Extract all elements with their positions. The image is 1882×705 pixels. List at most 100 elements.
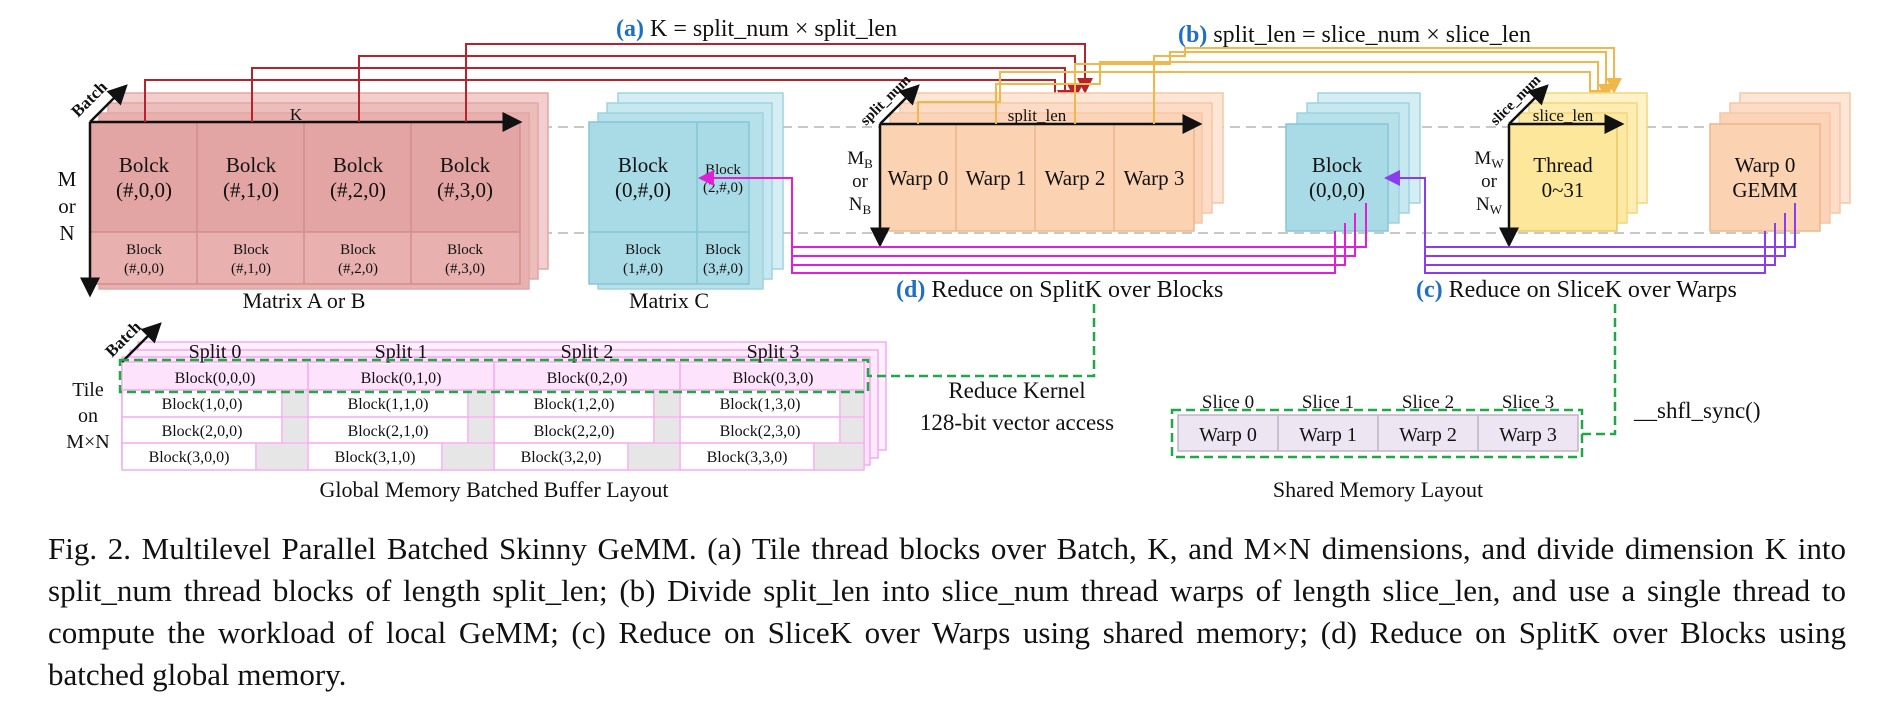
mw-label-3: NW	[1476, 194, 1503, 217]
block-000-stack: Block (0,0,0)	[1285, 92, 1421, 232]
buffer-cell: Block(3,2,0)	[521, 449, 602, 466]
block-top-0-id: (#,0,0)	[116, 178, 172, 202]
matrix-c-br-name: Block	[705, 242, 741, 258]
split-3-label: Split 3	[747, 341, 800, 363]
buffer-cell: Block(3,1,0)	[335, 449, 416, 466]
buffer-cell: Block(3,3,0)	[707, 449, 788, 466]
warp-panel: split_num split_len MB or NB Warp 0 Warp…	[847, 72, 1224, 248]
slice-0-label: Slice 0	[1202, 392, 1254, 413]
buffer-cell: Block(1,2,0)	[534, 396, 615, 413]
matrix-c-br-id: (3,#,0)	[703, 261, 743, 277]
warp-2-label: Warp 2	[1045, 166, 1106, 190]
block-bottom-1-name: Block	[233, 242, 269, 258]
split-2-label: Split 2	[561, 341, 614, 363]
m-axis-label-2: or	[58, 194, 76, 218]
split-1-label: Split 1	[375, 341, 428, 363]
mb-label-2: or	[852, 171, 869, 192]
matrix-c-tr-name: Block	[705, 162, 741, 178]
block-top-1-id: (#,1,0)	[223, 178, 279, 202]
block-top-0-name: Bolck	[119, 153, 170, 177]
warp-1-label: Warp 1	[966, 166, 1027, 190]
tile-label-1: Tile	[72, 379, 104, 401]
block-top-3-name: Bolck	[440, 153, 491, 177]
reduce-connectors	[868, 304, 1617, 436]
warp-gemm-line2: GEMM	[1732, 178, 1798, 202]
warp-gemm-line1: Warp 0	[1735, 153, 1796, 177]
warp-3-label: Warp 3	[1124, 166, 1185, 190]
block-top-2-id: (#,2,0)	[330, 178, 386, 202]
matrix-c-bl-name: Block	[625, 242, 661, 258]
diagram: Batch K M or N Bolck (#,0,0) Bolck (#,1,…	[58, 16, 1851, 502]
k-axis-label: K	[290, 105, 303, 124]
split-len-label: split_len	[1008, 106, 1067, 125]
block-bottom-3-name: Block	[447, 242, 483, 258]
buffer-cell: Block(3,0,0)	[149, 449, 230, 466]
block-bottom-3-id: (#,3,0)	[445, 261, 485, 277]
reduce-blocks-arrows	[698, 170, 1367, 274]
shfl-sync-label: __shfl_sync()	[1633, 398, 1760, 423]
buffer-cell: Block(0,0,0)	[175, 370, 256, 387]
reduce-kernel-line1: Reduce Kernel	[948, 378, 1085, 403]
warp-0-label: Warp 0	[888, 166, 949, 190]
block-top-3-id: (#,3,0)	[437, 178, 493, 202]
shared-warp-0: Warp 0	[1199, 424, 1257, 446]
block-000-name: Block	[1312, 153, 1363, 177]
shared-warp-1: Warp 1	[1299, 424, 1357, 446]
buffer-cell: Block(1,1,0)	[348, 396, 429, 413]
block-top-2-name: Bolck	[333, 153, 384, 177]
shared-memory: Slice 0 Slice 1 Slice 2 Slice 3 Warp 0 W…	[1170, 392, 1760, 502]
tile-label-2: on	[78, 405, 98, 427]
matrix-ab-caption: Matrix A or B	[243, 288, 366, 313]
slice-3-label: Slice 3	[1502, 392, 1554, 413]
matrix-c-main-id: (0,#,0)	[615, 178, 671, 202]
buffer-cell: Block(2,1,0)	[348, 423, 429, 440]
shared-warp-2: Warp 2	[1399, 424, 1457, 446]
buffer-cell: Block(0,2,0)	[547, 370, 628, 387]
block-bottom-0-id: (#,0,0)	[124, 261, 164, 277]
matrix-c: Block (0,#,0) Block (2,#,0) Block (1,#,0…	[588, 92, 784, 313]
global-buffer-caption: Global Memory Batched Buffer Layout	[319, 477, 668, 502]
block-top-1-name: Bolck	[226, 153, 277, 177]
split-0-label: Split 0	[189, 341, 242, 363]
buffer-cell: Block(2,3,0)	[720, 423, 801, 440]
slice-arrows	[917, 47, 1622, 124]
matrix-c-bl-id: (1,#,0)	[623, 261, 663, 277]
matrix-c-tr-id: (2,#,0)	[703, 180, 743, 196]
slice-len-label: slice_len	[1533, 106, 1594, 125]
block-bottom-2-id: (#,2,0)	[338, 261, 378, 277]
reduce-kernel-line2: 128-bit vector access	[920, 410, 1114, 435]
m-axis-label-3: N	[59, 221, 74, 245]
slice-2-label: Slice 2	[1402, 392, 1454, 413]
m-axis-label-1: M	[58, 167, 77, 191]
warp-gemm-stack: Warp 0 GEMM	[1709, 92, 1851, 232]
figure-caption: Fig. 2. Multilevel Parallel Batched Skin…	[48, 531, 1846, 692]
slice-1-label: Slice 1	[1302, 392, 1354, 413]
mw-label-2: or	[1481, 171, 1498, 192]
buffer-cell: Block(1,3,0)	[720, 396, 801, 413]
global-buffer: Batch Tile on M×N Split 0 Split 1 Split …	[66, 317, 887, 502]
block-bottom-1-id: (#,1,0)	[231, 261, 271, 277]
matrix-ab: Batch K M or N Bolck (#,0,0) Bolck (#,1,…	[58, 77, 549, 313]
mb-label-3: NB	[849, 194, 872, 217]
block-bottom-2-name: Block	[340, 242, 376, 258]
mb-label-1: MB	[847, 148, 873, 171]
thread-panel: slice_num slice_len MW or NW Thread 0~31	[1474, 72, 1648, 248]
reduce-warps-arrows	[1384, 170, 1796, 274]
buffer-cell: Block(0,3,0)	[733, 370, 814, 387]
tile-label-3: M×N	[66, 431, 110, 453]
mw-label-1: MW	[1474, 148, 1504, 171]
matrix-c-caption: Matrix C	[629, 288, 709, 313]
annotation-c: (c) Reduce on SliceK over Warps	[1416, 277, 1737, 303]
thread-label: Thread	[1533, 153, 1593, 177]
buffer-cell: Block(2,0,0)	[162, 423, 243, 440]
block-000-id: (0,0,0)	[1309, 178, 1365, 202]
block-bottom-0-name: Block	[126, 242, 162, 258]
annotation-a: (a) K = split_num × split_len	[616, 16, 897, 42]
buffer-cell: Block(1,0,0)	[162, 396, 243, 413]
shared-warp-3: Warp 3	[1499, 424, 1557, 446]
buffer-cell: Block(0,1,0)	[361, 370, 442, 387]
matrix-c-main-name: Block	[618, 153, 669, 177]
annotation-d: (d) Reduce on SplitK over Blocks	[896, 277, 1223, 303]
thread-range: 0~31	[1542, 178, 1585, 202]
annotation-b: (b) split_len = slice_num × slice_len	[1178, 22, 1531, 48]
